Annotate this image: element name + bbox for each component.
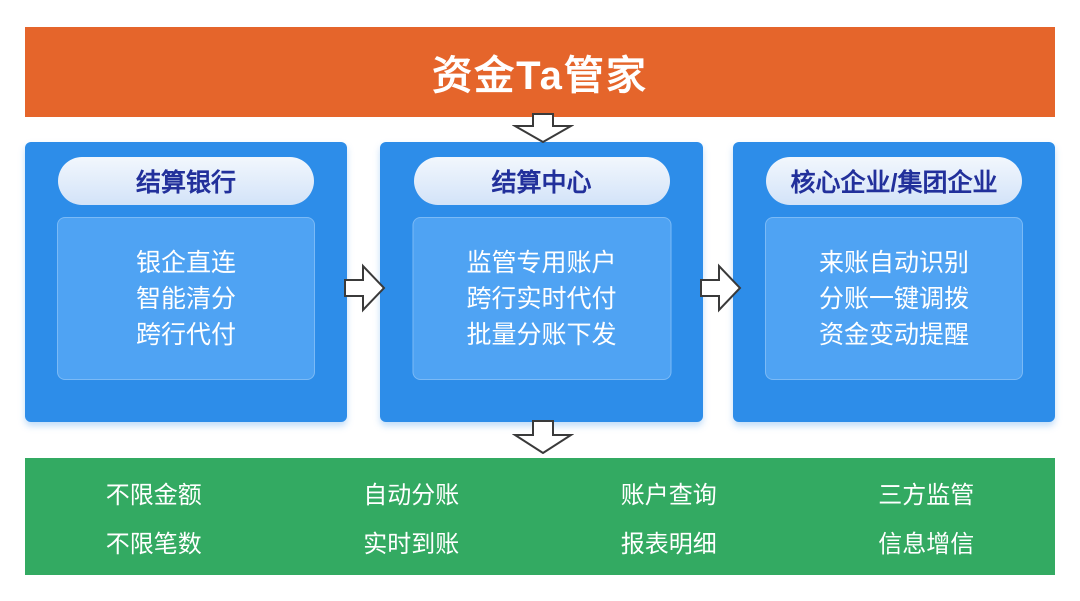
box-header-pill: 结算银行 xyxy=(58,157,314,205)
feature-item: 跨行实时代付 xyxy=(466,284,617,313)
footer-feature: 自动分账 xyxy=(363,481,460,509)
right-arrow-icon xyxy=(344,263,386,313)
down-arrow-icon xyxy=(512,113,574,143)
flow-box-settlement-bank: 结算银行 银企直连 智能清分 跨行代付 xyxy=(25,142,347,422)
footer-feature: 报表明细 xyxy=(620,530,717,558)
box-header-label: 核心企业/集团企业 xyxy=(790,169,998,197)
footer-feature: 不限笔数 xyxy=(105,530,202,558)
footer-row: 不限笔数 实时到账 报表明细 信息增信 xyxy=(25,524,1055,559)
footer-feature: 账户查询 xyxy=(620,481,717,509)
page-title: 资金Ta管家 xyxy=(432,54,648,98)
feature-panel: 银企直连 智能清分 跨行代付 xyxy=(57,217,315,380)
footer-banner: 不限金额 自动分账 账户查询 三方监管 不限笔数 实时到账 报表明细 信息增信 xyxy=(25,458,1055,575)
box-header-label: 结算中心 xyxy=(491,169,592,197)
feature-item: 批量分账下发 xyxy=(466,320,617,349)
footer-feature: 实时到账 xyxy=(363,530,460,558)
feature-item: 跨行代付 xyxy=(135,320,236,349)
footer-feature: 不限金额 xyxy=(105,481,202,509)
feature-panel: 监管专用账户 跨行实时代付 批量分账下发 xyxy=(412,217,671,380)
box-header-pill: 核心企业/集团企业 xyxy=(766,157,1022,205)
footer-feature: 信息增信 xyxy=(878,530,975,558)
footer-feature: 三方监管 xyxy=(878,481,975,509)
down-arrow-icon xyxy=(512,420,574,454)
box-header-label: 结算银行 xyxy=(135,169,236,197)
flow-box-settlement-center: 结算中心 监管专用账户 跨行实时代付 批量分账下发 xyxy=(380,142,703,422)
flow-box-core-enterprise: 核心企业/集团企业 来账自动识别 分账一键调拨 资金变动提醒 xyxy=(733,142,1055,422)
feature-item: 来账自动识别 xyxy=(818,248,969,277)
feature-item: 智能清分 xyxy=(135,284,236,313)
feature-item: 分账一键调拨 xyxy=(818,284,969,313)
feature-item: 银企直连 xyxy=(135,248,236,277)
right-arrow-icon xyxy=(700,263,742,313)
feature-item: 监管专用账户 xyxy=(466,248,617,277)
footer-row: 不限金额 自动分账 账户查询 三方监管 xyxy=(25,475,1055,510)
box-header-pill: 结算中心 xyxy=(413,157,670,205)
feature-panel: 来账自动识别 分账一键调拨 资金变动提醒 xyxy=(765,217,1023,380)
title-banner: 资金Ta管家 xyxy=(25,27,1055,117)
feature-item: 资金变动提醒 xyxy=(818,320,969,349)
